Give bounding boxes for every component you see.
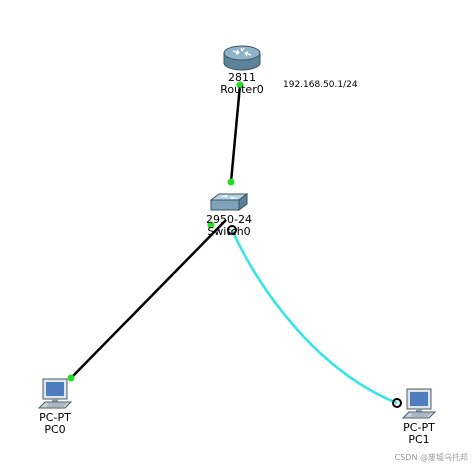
console-port-switch <box>227 225 237 235</box>
port-light-switch-uplink <box>227 178 235 186</box>
port-light-pc0 <box>67 374 75 382</box>
switch-model-label: 2950-24 <box>206 213 252 226</box>
switch-name-label: Switch0 <box>207 225 251 238</box>
switch-icon <box>209 193 249 211</box>
switch-device[interactable]: 2950-24 Switch0 <box>198 192 260 238</box>
router-device[interactable]: 2811 Router0 <box>212 44 272 96</box>
pc1-device[interactable]: PC-PT PC1 <box>394 388 444 446</box>
router-name-label: Router0 <box>220 83 264 96</box>
router-ip-annotation: 192.168.50.1/24 <box>283 80 358 90</box>
port-light-router <box>236 81 244 89</box>
cable-switch-pc1-console[interactable] <box>230 229 398 405</box>
watermark: CSDN @废墟乌托邦 <box>394 453 468 462</box>
pc-icon <box>37 378 73 409</box>
pc0-name-label: PC0 <box>44 423 66 436</box>
cable-router-switch[interactable] <box>229 84 242 183</box>
cable-switch-pc0[interactable] <box>70 219 227 379</box>
port-light-switch-pc0 <box>207 221 215 229</box>
console-port-pc1 <box>392 398 402 408</box>
router-icon <box>223 45 261 71</box>
pc0-device[interactable]: PC-PT PC0 <box>30 378 80 436</box>
pc1-model-label: PC-PT <box>403 421 435 434</box>
pc0-model-label: PC-PT <box>39 411 71 424</box>
router-model-label: 2811 <box>228 71 256 84</box>
pc1-name-label: PC1 <box>408 433 430 446</box>
pc-icon <box>401 388 437 419</box>
